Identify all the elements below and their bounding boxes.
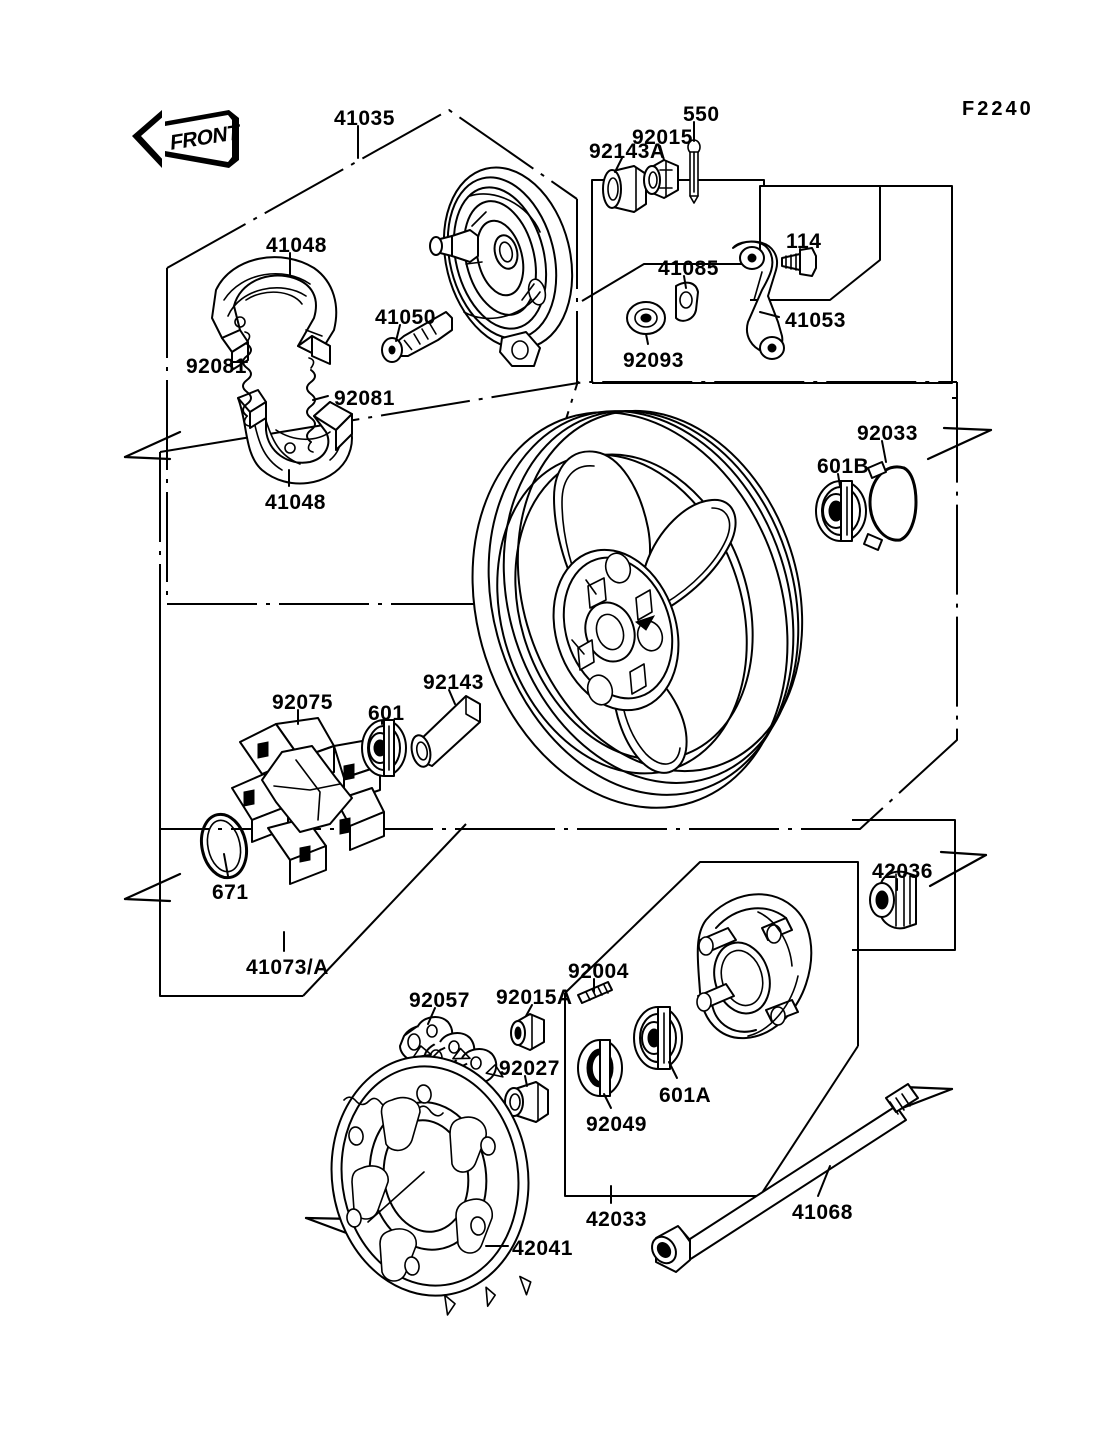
callout-671: 671 [212, 881, 249, 904]
callout-92081-b: 92081 [334, 387, 395, 410]
callout-92049: 92049 [586, 1113, 647, 1136]
collar-92143 [410, 695, 481, 768]
callout-92075: 92075 [272, 691, 333, 714]
coupling-damper-92075 [231, 717, 385, 885]
callout-41085: 41085 [658, 257, 719, 280]
bearing-601A [633, 1006, 683, 1070]
callout-41035: 41035 [334, 107, 395, 130]
callout-92033: 92033 [857, 422, 918, 445]
callout-92081-a: 92081 [186, 355, 247, 378]
sprocket-hub-carrier [696, 893, 813, 1040]
callout-41050: 41050 [375, 306, 436, 329]
bearing-601B [815, 480, 867, 542]
callout-601B: 601B [817, 455, 870, 478]
callout-41073A: 41073/A [246, 956, 329, 979]
callout-550: 550 [683, 103, 720, 126]
nut-92015 [643, 159, 679, 199]
callout-92143: 92143 [423, 671, 484, 694]
brake-cam-41050 [381, 311, 453, 363]
o-ring-671 [199, 812, 249, 880]
bushing-92093 [626, 301, 666, 335]
group-boundary-hub-damper [852, 819, 956, 951]
callout-41048-upper: 41048 [266, 234, 327, 257]
oil-seal-92049 [577, 1039, 623, 1097]
callout-41048-lower: 41048 [265, 491, 326, 514]
washer-41085 [675, 281, 699, 322]
brake-spring-92081-a [242, 331, 252, 427]
bearing-601 [361, 719, 407, 777]
callout-114: 114 [786, 230, 822, 253]
callout-92027: 92027 [499, 1057, 560, 1080]
bolt-114 [781, 247, 817, 277]
hub-damper-42036 [869, 870, 917, 930]
callout-92143A: 92143A [589, 140, 666, 163]
rear-sprocket-42041 [330, 1045, 532, 1316]
front-direction-marker: FRONT [132, 110, 240, 168]
rear-wheel-rim [471, 409, 804, 809]
callout-92057: 92057 [409, 989, 470, 1012]
stud-92004 [577, 981, 613, 1004]
circlip-92033 [863, 461, 918, 551]
page-code: F2240 [962, 98, 1034, 120]
callout-601A: 601A [659, 1084, 712, 1107]
callout-leader-lines [223, 121, 898, 1247]
brake-panel-41035 [429, 166, 574, 367]
nut-92015A [510, 1013, 545, 1051]
brake-shoe-upper-41048 [211, 256, 338, 371]
callout-92015A: 92015A [496, 986, 573, 1009]
brake-spring-92081-b [306, 357, 316, 453]
brake-shoe-lower-41048 [237, 389, 353, 485]
callout-41068: 41068 [792, 1201, 853, 1224]
group-boundary-coupling [159, 614, 467, 997]
callout-601: 601 [368, 702, 405, 725]
torque-link-41053 [732, 240, 785, 360]
callout-42041: 42041 [512, 1237, 573, 1260]
collar-92143A [602, 165, 647, 213]
callout-92093: 92093 [623, 349, 684, 372]
callout-42033: 42033 [586, 1208, 647, 1231]
callout-92004: 92004 [568, 960, 629, 983]
rear-axle-41068 [651, 1083, 919, 1273]
callout-41053: 41053 [785, 309, 846, 332]
cotter-pin-550 [687, 139, 701, 204]
group-boundary-sprocket-hub [564, 861, 859, 1197]
collar-92027 [504, 1081, 549, 1123]
callout-42036: 42036 [872, 860, 933, 883]
callout-92015: 92015 [632, 126, 693, 149]
